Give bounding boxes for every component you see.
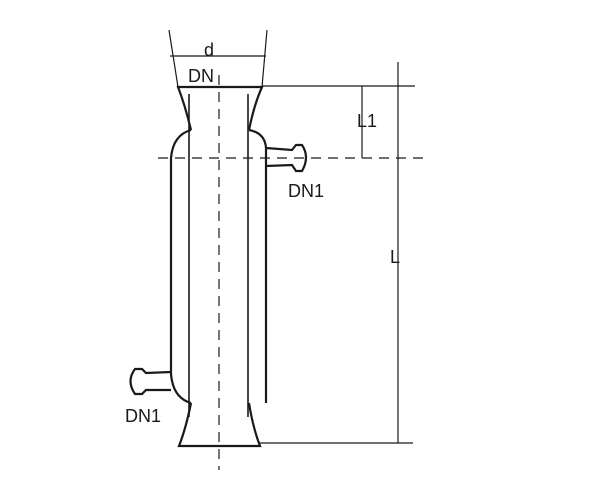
top-flange-outline <box>176 85 264 131</box>
bottom-flange-outline <box>177 402 262 448</box>
left-nozzle-outline <box>129 367 172 396</box>
label-dn: DN <box>188 66 214 86</box>
d-extension-right <box>261 29 268 88</box>
label-dn1-right: DN1 <box>288 181 324 201</box>
label-d: d <box>204 40 214 60</box>
outer-jacket-outline <box>169 128 268 405</box>
label-l1: L1 <box>357 111 377 131</box>
label-dn1-left: DN1 <box>125 406 161 426</box>
label-l: L <box>390 247 400 267</box>
d-extension-left <box>168 29 179 88</box>
right-nozzle-outline <box>265 143 308 173</box>
